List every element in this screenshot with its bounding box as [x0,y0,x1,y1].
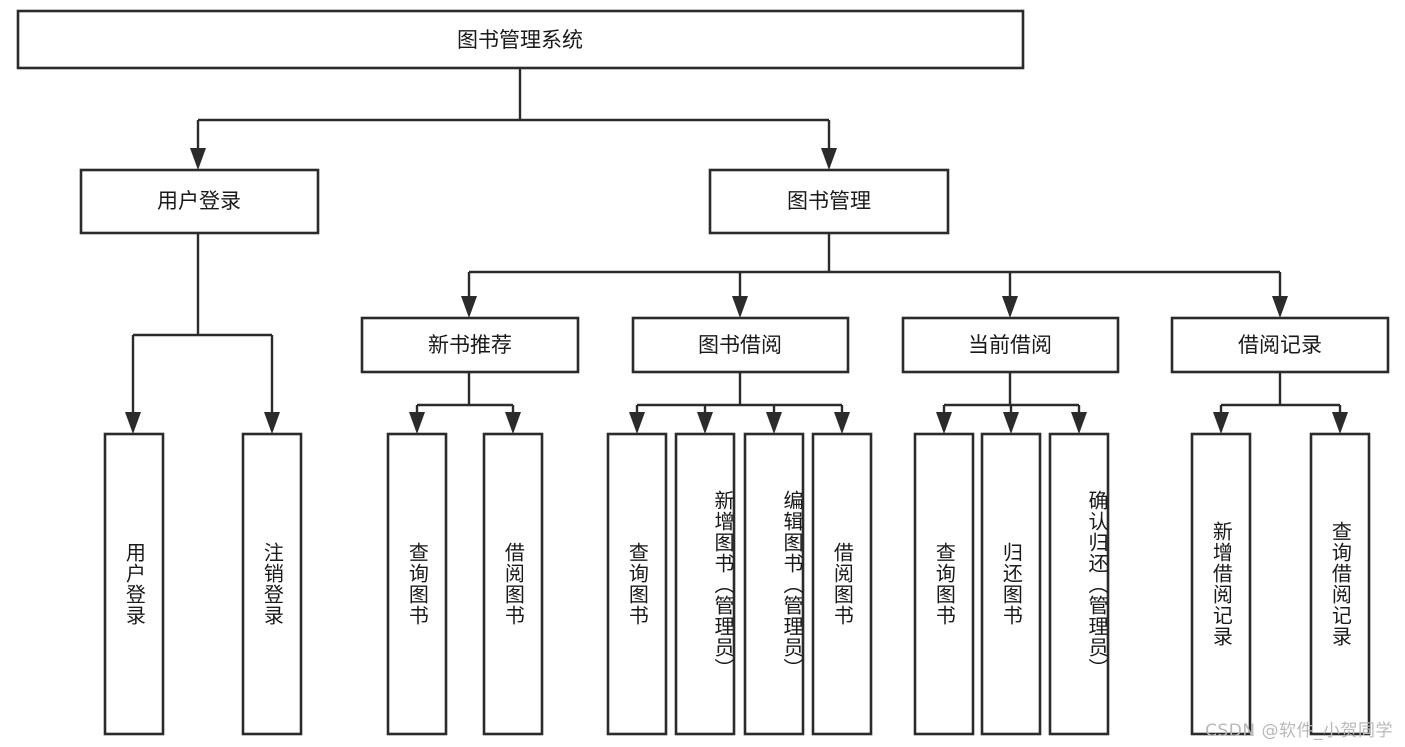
node-book-management-label: 图书管理 [787,189,871,213]
node-user-login[interactable]: 用户登录 [79,168,320,235]
connector-bookmgmt-to-level3 [461,233,1288,318]
leaf-box-currentborrow-return[interactable] [980,432,1042,736]
arrow-head-icon [264,412,280,434]
arrow-head-icon [190,148,206,170]
csdn-watermark: CSDN @软件_小贺同学 [1205,721,1393,741]
connector-currentborrow-to-leaves [936,372,1087,434]
arrow-head-icon [1071,412,1087,434]
leaf-box-bookborrow-query[interactable] [606,432,668,736]
node-current-borrow-label: 当前借阅 [968,333,1052,357]
leaf-box-currentborrow-query[interactable] [913,432,975,736]
node-current-borrow[interactable]: 当前借阅 [901,316,1120,374]
arrow-head-icon [1003,412,1019,434]
node-root-label: 图书管理系统 [457,28,583,52]
node-borrow-records[interactable]: 借阅记录 [1170,316,1390,374]
node-book-borrow[interactable]: 图书借阅 [631,316,850,374]
arrow-head-icon [1002,296,1018,318]
connector-root-to-level2 [190,68,837,170]
leaf-box-newbook-query[interactable] [386,432,448,736]
arrow-head-icon [461,296,477,318]
arrow-head-icon [125,412,141,434]
leaf-box-currentborrow-confirm[interactable] [1048,432,1110,736]
arrow-head-icon [936,412,952,434]
arrow-head-icon [821,148,837,170]
arrow-head-icon [834,412,850,434]
node-borrow-records-label: 借阅记录 [1238,333,1322,357]
leaf-box-user-login-login[interactable] [103,432,165,736]
node-book-borrow-label: 图书借阅 [698,333,782,357]
leaf-box-bookborrow-edit[interactable] [743,432,805,736]
node-user-login-label: 用户登录 [157,189,241,213]
node-new-book-recommend-label: 新书推荐 [428,333,512,357]
arrow-head-icon [697,412,713,434]
leaf-box-bookborrow-add[interactable] [674,432,736,736]
leaf-box-bookborrow-borrow[interactable] [811,432,873,736]
connector-borrowrecord-to-leaves [1213,372,1348,434]
arrow-head-icon [505,412,521,434]
node-book-management[interactable]: 图书管理 [708,168,950,235]
connector-newbook-to-leaves [409,372,521,434]
arrow-head-icon [732,296,748,318]
connector-userlogin-to-leaves [125,233,280,434]
arrow-head-icon [1213,412,1229,434]
arrow-head-icon [629,412,645,434]
connector-bookborrow-to-leaves [629,372,850,434]
leaf-box-borrowrecord-add[interactable] [1190,432,1252,736]
arrow-head-icon [1332,412,1348,434]
arrow-head-icon [766,412,782,434]
node-new-book-recommend[interactable]: 新书推荐 [360,316,580,374]
leaf-box-user-login-logout[interactable] [241,432,303,736]
leaf-box-borrowrecord-query[interactable] [1309,432,1371,736]
node-root-book-management-system[interactable]: 图书管理系统 [16,9,1025,70]
arrow-head-icon [409,412,425,434]
arrow-head-icon [1272,296,1288,318]
leaf-box-newbook-borrow[interactable] [482,432,544,736]
